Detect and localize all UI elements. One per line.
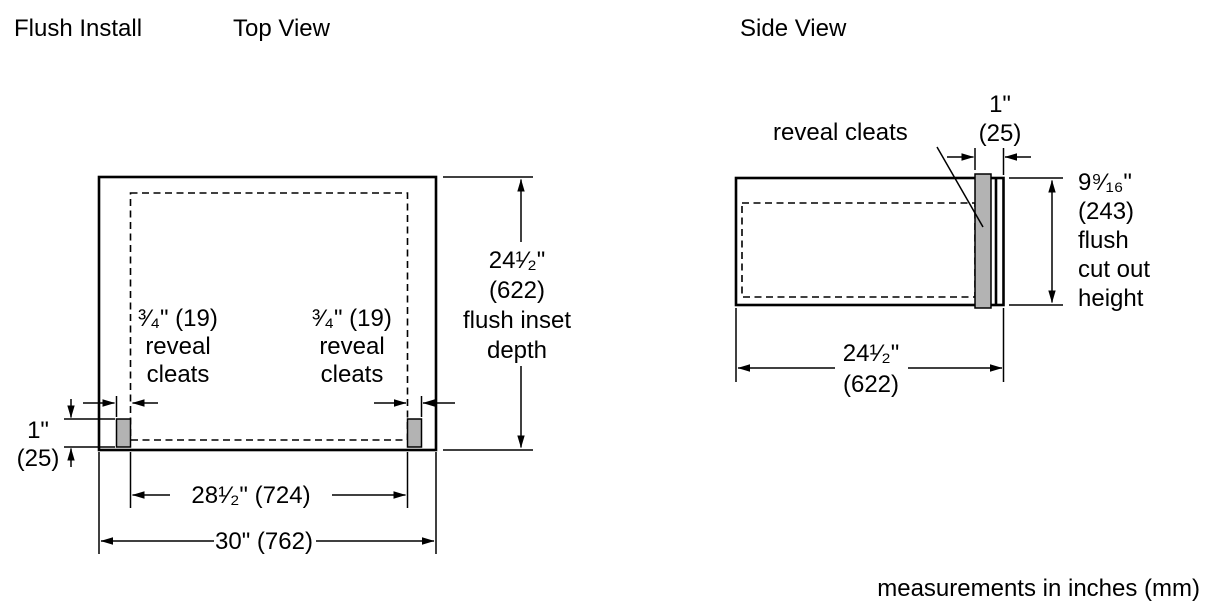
left-cleat-value: ³⁄₄" (19)	[138, 305, 218, 332]
cleat-height-label: 1" (25)	[17, 417, 60, 472]
cleat-height-inches: 1"	[27, 417, 49, 444]
cutout-height-desc2: cut out	[1078, 256, 1150, 283]
topview-left-cleat	[115, 418, 132, 448]
reveal-cleats-label: reveal cleats	[773, 119, 908, 146]
left-cleat-desc1: reveal	[145, 333, 210, 360]
topview-appliance-outline-dashed	[129, 192, 409, 441]
side-depth-inches: 24¹⁄₂"	[843, 340, 900, 367]
flush-inset-depth-desc2: depth	[487, 337, 547, 364]
measurement-units-note: measurements in inches (mm)	[877, 575, 1200, 602]
inner-width-label: 28¹⁄₂" (724)	[191, 482, 310, 509]
cutout-height-desc1: flush	[1078, 227, 1129, 254]
left-cleat-label: ³⁄₄" (19) reveal cleats	[138, 305, 218, 388]
side-view-label: Side View	[740, 15, 847, 42]
top-view-label: Top View	[233, 15, 331, 42]
side-view-drawing	[734, 146, 1063, 382]
outer-width-label: 30" (762)	[215, 528, 313, 555]
top-view-labels: 24¹⁄₂" (622) flush inset depth ³⁄₄" (19)…	[17, 247, 572, 555]
right-cleat-desc1: reveal	[319, 333, 384, 360]
cleat-width-mm: (25)	[979, 120, 1022, 147]
cutout-height-mm: (243)	[1078, 198, 1134, 225]
right-cleat-desc2: cleats	[321, 361, 384, 388]
flush-inset-depth-inches: 24¹⁄₂"	[489, 247, 546, 274]
flush-inset-depth-label: 24¹⁄₂" (622) flush inset depth	[463, 247, 571, 364]
cleat-height-mm: (25)	[17, 445, 60, 472]
right-cleat-label: ³⁄₄" (19) reveal cleats	[312, 305, 392, 388]
flush-inset-depth-desc1: flush inset	[463, 307, 571, 334]
top-view-drawing	[64, 175, 533, 554]
side-depth-label: 24¹⁄₂" (622)	[843, 340, 900, 398]
topview-right-cleat	[406, 418, 423, 448]
cutout-height-inches: 9⁹⁄₁₆"	[1078, 169, 1132, 196]
page-title: Flush Install	[14, 15, 142, 42]
cleat-width-label: 1" (25)	[979, 91, 1022, 147]
sideview-appliance-outline-dashed	[741, 202, 976, 298]
sideview-cabinet-outline	[734, 176, 1005, 307]
side-view-labels: reveal cleats 1" (25) 9⁹⁄₁₆" (243) flush…	[773, 91, 1150, 398]
sideview-reveal-cleat	[974, 173, 992, 309]
flush-inset-depth-mm: (622)	[489, 277, 545, 304]
left-cleat-desc2: cleats	[147, 361, 210, 388]
side-depth-mm: (622)	[843, 371, 899, 398]
topview-cutout-outline	[97, 175, 438, 452]
reveal-cleats-leader-line	[936, 146, 984, 228]
right-cleat-value: ³⁄₄" (19)	[312, 305, 392, 332]
cutout-height-desc3: height	[1078, 285, 1144, 312]
cutout-height-label: 9⁹⁄₁₆" (243) flush cut out height	[1078, 169, 1150, 312]
cleat-width-inches: 1"	[989, 91, 1011, 118]
